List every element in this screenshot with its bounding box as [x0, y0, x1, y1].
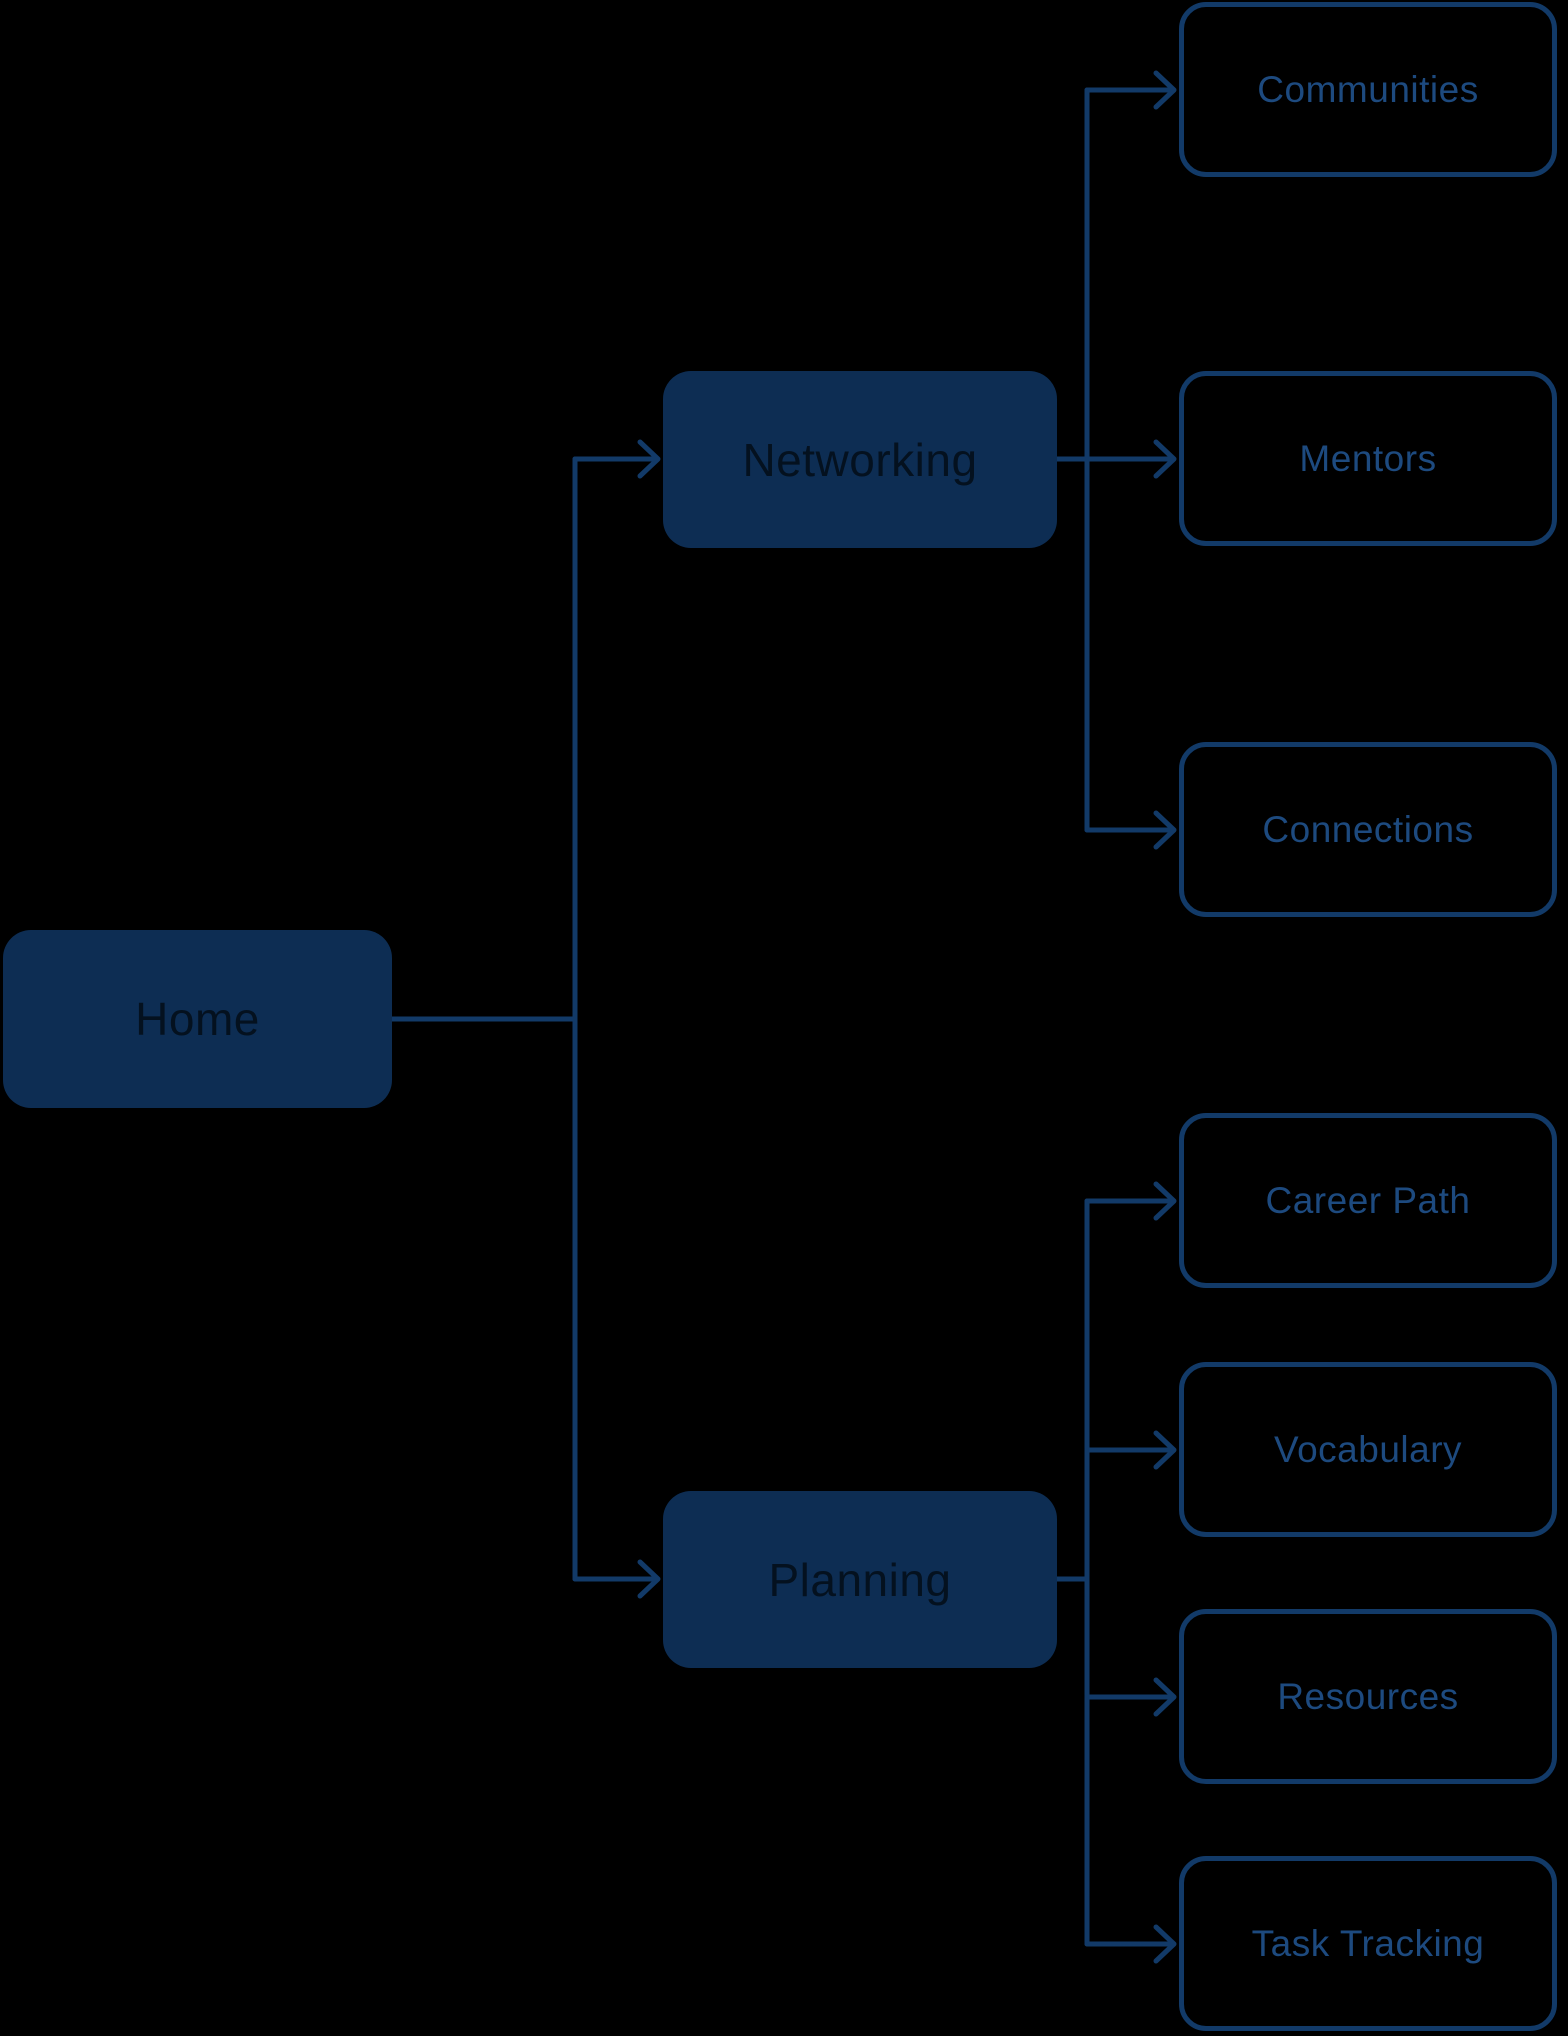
node-home-label: Home	[135, 993, 260, 1045]
arrow-networking	[637, 439, 661, 479]
arrow-mentors	[1153, 439, 1177, 479]
arrow-careerpath	[1153, 1181, 1177, 1221]
node-career-path: Career Path	[1179, 1113, 1557, 1288]
node-mentors: Mentors	[1179, 371, 1557, 546]
node-task-tracking: Task Tracking	[1179, 1856, 1557, 2031]
node-networking: Networking	[663, 371, 1057, 548]
arrow-resources	[1153, 1677, 1177, 1717]
arrow-connections	[1153, 810, 1177, 850]
node-task-tracking-label: Task Tracking	[1251, 1922, 1485, 1964]
node-planning: Planning	[663, 1491, 1057, 1668]
node-connections: Connections	[1179, 742, 1557, 917]
arrow-vocabulary	[1153, 1430, 1177, 1470]
node-connections-label: Connections	[1262, 808, 1474, 850]
node-mentors-label: Mentors	[1299, 437, 1437, 479]
node-resources-label: Resources	[1277, 1675, 1459, 1717]
node-vocabulary: Vocabulary	[1179, 1362, 1557, 1537]
node-resources: Resources	[1179, 1609, 1557, 1784]
node-networking-label: Networking	[742, 433, 978, 486]
node-vocabulary-label: Vocabulary	[1273, 1428, 1463, 1470]
arrow-tasktracking	[1153, 1924, 1177, 1964]
node-communities: Communities	[1179, 2, 1557, 177]
node-communities-label: Communities	[1257, 68, 1479, 110]
node-career-path-label: Career Path	[1265, 1179, 1471, 1221]
node-planning-label: Planning	[768, 1553, 952, 1606]
arrow-communities	[1153, 70, 1177, 110]
node-home: Home	[3, 930, 392, 1108]
arrow-planning	[637, 1559, 661, 1599]
